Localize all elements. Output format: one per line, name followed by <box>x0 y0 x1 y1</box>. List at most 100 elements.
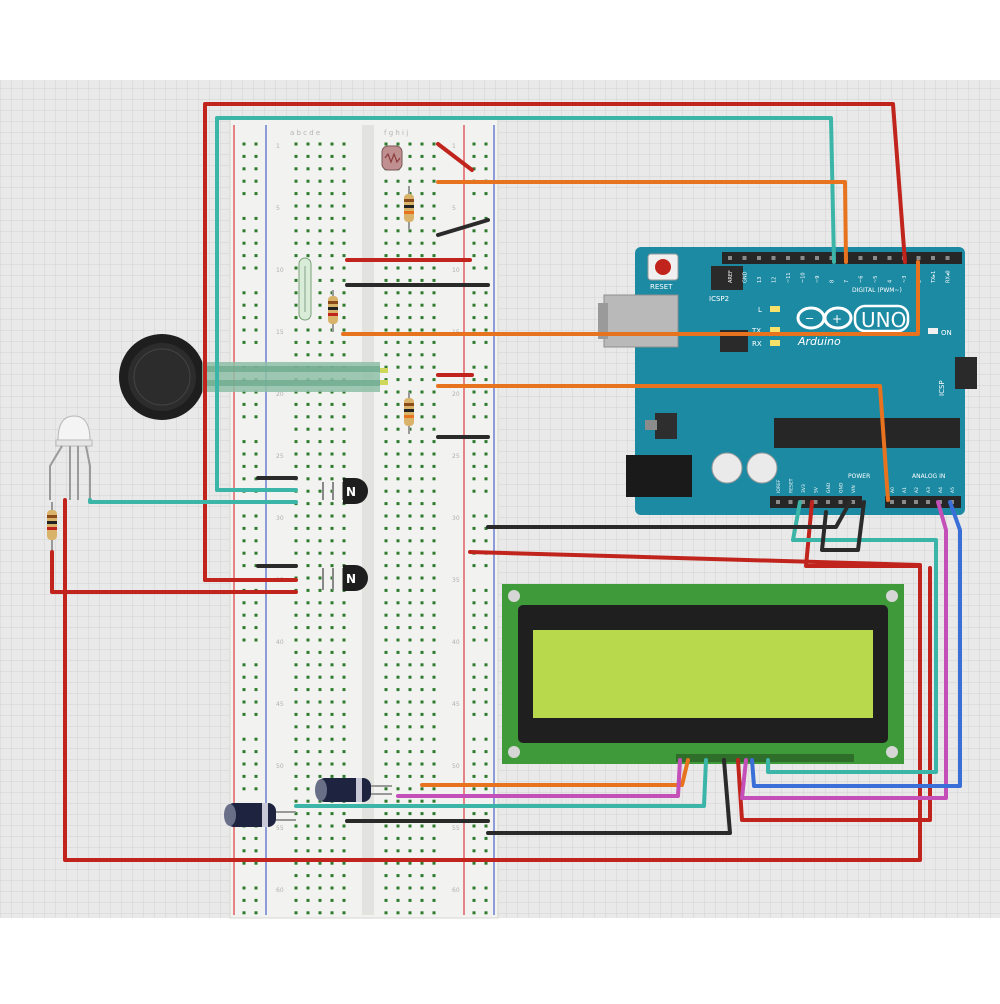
analog-pin <box>914 500 918 504</box>
breadboard-hole <box>472 824 476 828</box>
breadboard-hole <box>306 886 310 890</box>
breadboard-hole <box>396 254 400 258</box>
breadboard-hole <box>384 241 388 245</box>
breadboard-hole <box>242 316 246 320</box>
breadboard-hole <box>254 861 258 865</box>
breadboard-hole <box>242 737 246 741</box>
icsp-header <box>955 357 977 389</box>
breadboard-hole <box>318 750 322 754</box>
breadboard-hole <box>420 266 424 270</box>
breadboard-hole <box>472 700 476 704</box>
breadboard-hole <box>330 266 334 270</box>
power-pin-label: IOREF <box>776 479 782 493</box>
breadboard-hole <box>342 291 346 295</box>
wire-teal-capacitor <box>294 758 708 808</box>
breadboard-hole <box>408 291 412 295</box>
breadboard-hole <box>396 836 400 840</box>
breadboard-hole <box>318 154 322 158</box>
digital-pin <box>945 256 950 260</box>
breadboard-hole <box>318 551 322 555</box>
breadboard-hole <box>306 762 310 766</box>
breadboard-hole <box>294 241 298 245</box>
breadboard-hole <box>472 898 476 902</box>
breadboard-hole <box>396 601 400 605</box>
breadboard-hole <box>242 229 246 233</box>
digital-pin-label: 4 <box>888 280 894 283</box>
breadboard-hole <box>396 911 400 915</box>
breadboard-hole <box>408 799 412 803</box>
wire-red-lcd <box>736 566 932 822</box>
breadboard-hole <box>254 464 258 468</box>
breadboard-hole <box>432 328 436 332</box>
breadboard-hole <box>294 799 298 803</box>
breadboard-hole <box>330 601 334 605</box>
breadboard-hole <box>318 824 322 828</box>
breadboard-hole <box>242 328 246 332</box>
breadboard-hole <box>342 675 346 679</box>
breadboard-hole <box>330 440 334 444</box>
breadboard-hole <box>318 799 322 803</box>
breadboard-hole <box>342 154 346 158</box>
breadboard-hole <box>408 861 412 865</box>
resistor-3 <box>404 392 414 434</box>
breadboard-hole <box>472 142 476 146</box>
breadboard-hole <box>420 824 424 828</box>
breadboard-hole <box>294 526 298 530</box>
breadboard-hole <box>242 303 246 307</box>
breadboard-hole <box>384 204 388 208</box>
breadboard-hole <box>242 886 246 890</box>
breadboard-hole <box>242 601 246 605</box>
breadboard-hole <box>306 737 310 741</box>
breadboard-hole <box>408 663 412 667</box>
breadboard-hole <box>242 216 246 220</box>
digital-pin-label: TX▸1 <box>931 271 937 284</box>
breadboard-hole <box>432 179 436 183</box>
breadboard-hole <box>384 402 388 406</box>
breadboard-hole <box>330 154 334 158</box>
breadboard-hole <box>408 514 412 518</box>
breadboard-hole <box>306 328 310 332</box>
breadboard-hole <box>408 588 412 592</box>
breadboard-hole <box>408 564 412 568</box>
breadboard-hole <box>484 663 488 667</box>
breadboard-hole <box>242 402 246 406</box>
breadboard-hole <box>432 576 436 580</box>
photoresistor <box>381 145 403 171</box>
breadboard-hole <box>294 849 298 853</box>
breadboard-hole <box>484 291 488 295</box>
breadboard-hole <box>330 588 334 592</box>
breadboard-hole <box>384 502 388 506</box>
breadboard-hole <box>242 477 246 481</box>
breadboard-hole <box>384 824 388 828</box>
breadboard-hole <box>420 514 424 518</box>
row-number: 15 <box>276 329 284 336</box>
breadboard-hole <box>294 712 298 716</box>
breadboard-hole <box>306 464 310 468</box>
breadboard-hole <box>420 874 424 878</box>
breadboard-hole <box>318 874 322 878</box>
breadboard-hole <box>384 464 388 468</box>
breadboard-hole <box>384 774 388 778</box>
breadboard-hole <box>384 340 388 344</box>
breadboard-hole <box>384 526 388 530</box>
breadboard-hole <box>432 402 436 406</box>
breadboard-hole <box>254 601 258 605</box>
row-number: 1 <box>276 143 280 150</box>
breadboard-hole <box>484 836 488 840</box>
breadboard-hole <box>420 836 424 840</box>
breadboard-hole <box>294 774 298 778</box>
analog-pin-label: A2 <box>914 487 920 493</box>
breadboard-hole <box>318 564 322 568</box>
breadboard-hole <box>484 626 488 630</box>
uno-label: UNO <box>861 308 906 332</box>
breadboard-hole <box>342 340 346 344</box>
breadboard-hole <box>420 539 424 543</box>
breadboard-hole <box>306 241 310 245</box>
breadboard-hole <box>396 303 400 307</box>
breadboard-hole <box>254 142 258 146</box>
breadboard-hole <box>242 774 246 778</box>
breadboard-hole <box>330 650 334 654</box>
breadboard-hole <box>318 849 322 853</box>
breadboard-hole <box>342 861 346 865</box>
